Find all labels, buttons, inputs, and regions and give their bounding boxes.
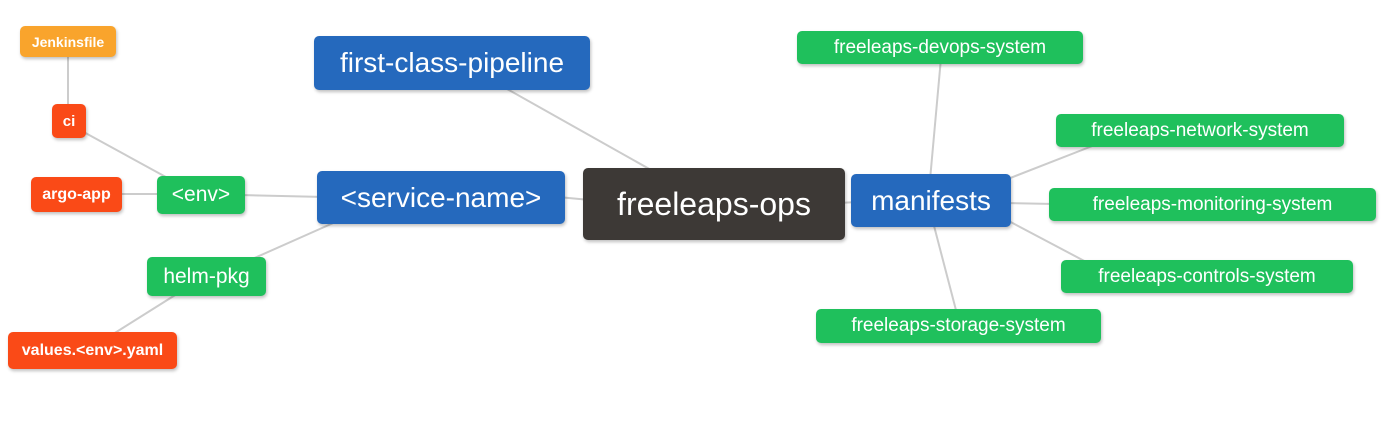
edge-manifests-network xyxy=(999,142,1101,183)
node-values-env-yaml[interactable]: values.<env>.yaml xyxy=(8,332,177,369)
node-argo-app[interactable]: argo-app xyxy=(31,177,122,212)
node-helm-pkg[interactable]: helm-pkg xyxy=(147,257,266,296)
node-freeleaps-ops[interactable]: freeleaps-ops xyxy=(583,168,845,240)
edge-helm-pkg-service-name xyxy=(249,219,341,261)
node-first-class-pipeline[interactable]: first-class-pipeline xyxy=(314,36,590,90)
node-freeleaps-devops-system[interactable]: freeleaps-devops-system xyxy=(797,31,1083,64)
node-manifests[interactable]: manifests xyxy=(851,174,1011,227)
node-freeleaps-network-system[interactable]: freeleaps-network-system xyxy=(1056,114,1344,147)
node-jenkinsfile[interactable]: Jenkinsfile xyxy=(20,26,116,57)
edge-manifests-storage xyxy=(932,221,958,315)
edge-manifests-devops xyxy=(929,57,942,181)
edge-pipeline-freeleaps-ops xyxy=(499,84,661,176)
node-freeleaps-controls-system[interactable]: freeleaps-controls-system xyxy=(1061,260,1353,293)
node-service-name[interactable]: <service-name> xyxy=(317,171,565,224)
edge-env-service-name xyxy=(239,194,326,198)
node-ci[interactable]: ci xyxy=(52,104,86,138)
node-freeleaps-storage-system[interactable]: freeleaps-storage-system xyxy=(816,309,1101,343)
edge-values-helm-pkg xyxy=(109,291,181,337)
edge-manifests-monitoring xyxy=(1004,202,1056,205)
node-freeleaps-monitoring-system[interactable]: freeleaps-monitoring-system xyxy=(1049,188,1376,221)
edge-manifests-controls xyxy=(1004,218,1091,265)
node-env[interactable]: <env> xyxy=(157,176,245,214)
edge-ci-env xyxy=(79,129,176,183)
